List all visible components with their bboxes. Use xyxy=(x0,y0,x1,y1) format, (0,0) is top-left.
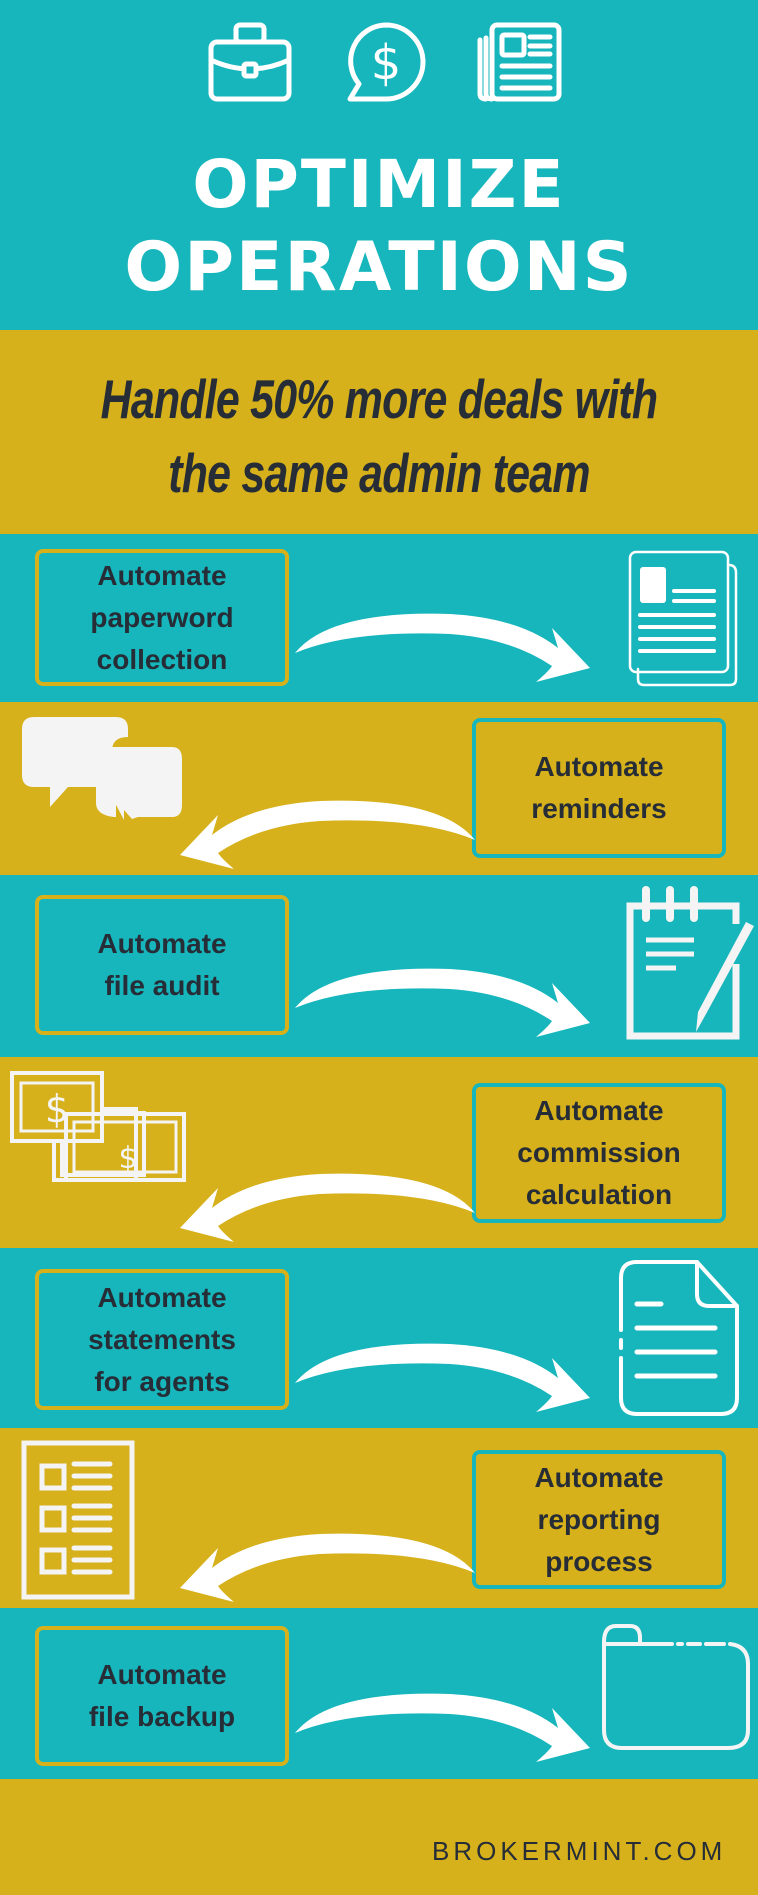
step-box-7: Automate file backup xyxy=(35,1626,289,1766)
document-stack-icon xyxy=(628,550,738,687)
tagline-line1: Handle 50% more deals with xyxy=(100,368,658,430)
briefcase-icon xyxy=(208,22,292,102)
tagline: Handle 50% more deals with the same admi… xyxy=(83,362,674,510)
arrow-right-3 xyxy=(295,968,590,1037)
footer-band xyxy=(0,1779,758,1895)
tagline-band xyxy=(0,330,758,534)
svg-text:$: $ xyxy=(371,35,402,91)
step-box-5: Automate statements for agents xyxy=(35,1269,289,1410)
arrow-left-2 xyxy=(180,800,475,869)
arrow-left-4 xyxy=(180,1173,475,1242)
document-icon xyxy=(619,1260,739,1416)
newspaper-icon xyxy=(477,22,562,102)
arrow-right-5 xyxy=(295,1343,590,1412)
step-box-3: Automate file audit xyxy=(35,895,289,1035)
chat-bubbles-icon xyxy=(22,717,182,820)
step-band-6 xyxy=(0,1428,758,1608)
step-box-2: Automate reminders xyxy=(472,718,726,858)
step-band-5 xyxy=(0,1248,758,1428)
header-icons: $ xyxy=(0,22,758,104)
page-title-line1: OPTIMIZE xyxy=(192,146,566,223)
page-title-line2: OPERATIONS xyxy=(124,228,634,307)
dollar-chat-icon: $ xyxy=(347,22,426,102)
step-box-6: Automate reporting process xyxy=(472,1450,726,1589)
step-box-1: Automate paperword collection xyxy=(35,549,289,686)
header-band xyxy=(0,0,758,330)
svg-text:$: $ xyxy=(118,1141,137,1176)
footer-website[interactable]: BROKERMINT.COM xyxy=(432,1836,727,1866)
checklist-icon xyxy=(21,1440,135,1600)
notepad-pencil-icon xyxy=(626,886,754,1040)
step-band-7 xyxy=(0,1608,758,1779)
folder-icon xyxy=(602,1624,750,1750)
money-bills-icon: $ $ xyxy=(10,1071,186,1182)
step-box-4: Automate commission calculation xyxy=(472,1083,726,1223)
arrow-left-6 xyxy=(180,1533,475,1602)
arrow-right-7 xyxy=(295,1693,590,1762)
arrow-right-1 xyxy=(295,613,590,682)
tagline-line2: the same admin team xyxy=(168,442,590,504)
